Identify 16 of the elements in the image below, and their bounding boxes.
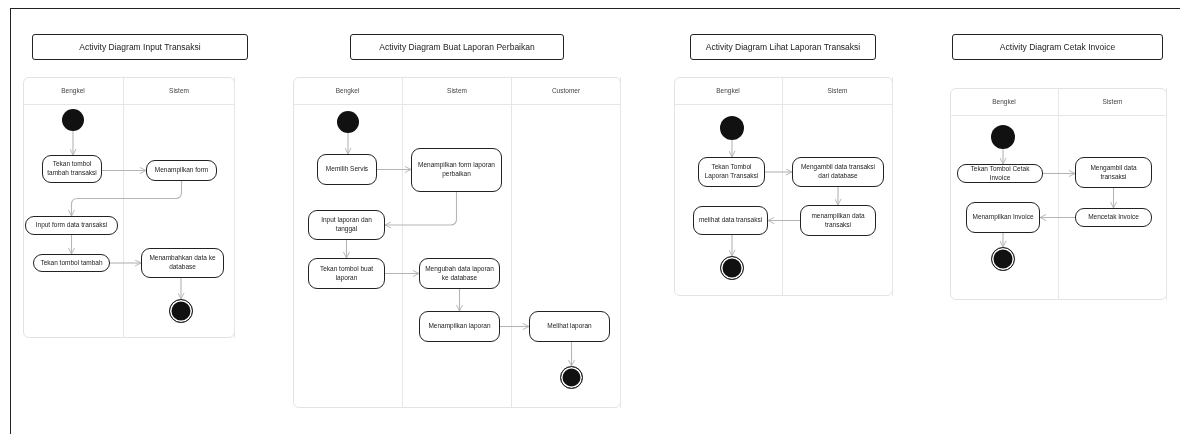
arrow xyxy=(999,148,1007,165)
diagram-heading: Activity Diagram Buat Laporan Perbaikan xyxy=(350,34,564,60)
arrow xyxy=(69,130,77,156)
swimlane xyxy=(23,77,124,338)
arrow xyxy=(999,232,1007,248)
arrow xyxy=(728,234,736,257)
diagram-heading: Activity Diagram Cetak Invoice xyxy=(952,34,1163,60)
arrow xyxy=(728,139,736,158)
arrow xyxy=(109,259,142,267)
arrow xyxy=(384,191,458,229)
arrow xyxy=(177,277,185,300)
diagram-heading: Activity Diagram Input Transaksi xyxy=(32,34,248,60)
diagram-heading: Activity Diagram Lihat Laporan Transaksi xyxy=(690,34,876,60)
arrow xyxy=(764,168,793,176)
arrow xyxy=(834,186,842,206)
arrow xyxy=(344,132,352,155)
